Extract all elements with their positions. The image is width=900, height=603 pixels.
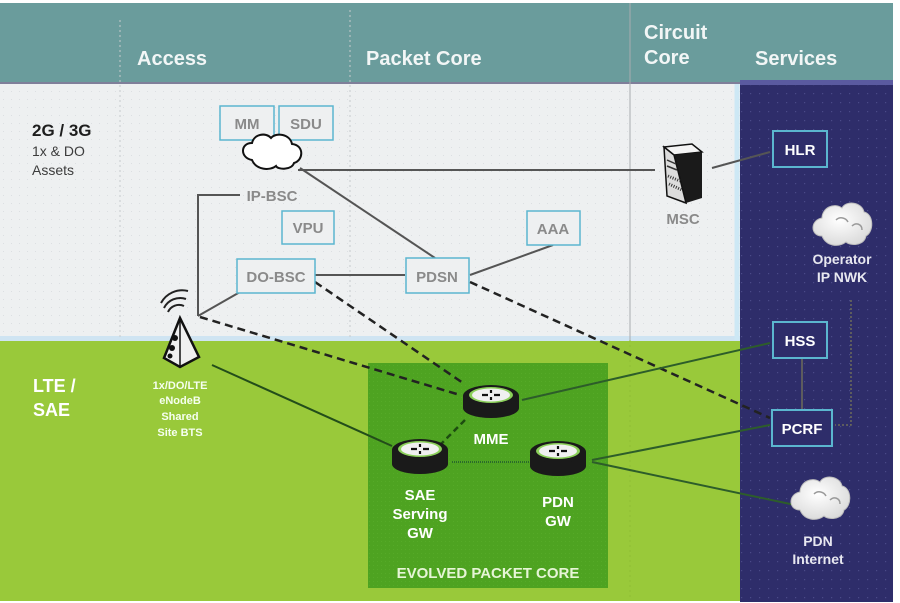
svg-text:VPU: VPU	[293, 220, 324, 237]
node-pdn-gw-line2[interactable]: GW	[545, 513, 572, 530]
link-ipbsc-pdsn	[299, 167, 436, 259]
link-pdngw-internet	[591, 461, 796, 506]
epc-title: EVOLVED PACKET CORE	[397, 565, 580, 582]
link-bts-mme-dashed	[199, 315, 461, 397]
link-msc-hlr	[711, 151, 771, 169]
node-ip-bsc-label[interactable]: IP-BSC	[247, 188, 298, 205]
row-title-2g-3g: 2G / 3G	[32, 121, 92, 140]
svg-text:MM: MM	[235, 116, 260, 133]
link-bts-dobsc	[197, 291, 241, 317]
node-hss[interactable]: HSS	[772, 321, 828, 359]
node-sdu[interactable]: SDU	[278, 105, 334, 141]
link-ipbsc-bts	[197, 194, 240, 316]
row-title-lte: LTE /	[33, 376, 76, 396]
node-pcrf[interactable]: PCRF	[771, 409, 833, 447]
router-icon	[530, 441, 586, 476]
node-pdn-internet-line2[interactable]: Internet	[792, 551, 844, 567]
header-services: Services	[755, 48, 837, 70]
node-sae-gw-line1[interactable]: SAE	[405, 487, 436, 504]
node-vpu[interactable]: VPU	[281, 210, 335, 245]
node-bts-line4[interactable]: Site BTS	[157, 427, 202, 439]
node-pdn-gw-line1[interactable]: PDN	[542, 494, 574, 511]
header-packet-core: Packet Core	[366, 48, 482, 70]
node-hlr[interactable]: HLR	[772, 130, 828, 168]
svg-text:AAA: AAA	[537, 221, 570, 238]
link-pdsn-aaa	[469, 244, 554, 276]
svg-text:HSS: HSS	[785, 333, 816, 350]
cloud-icon	[242, 133, 303, 170]
svg-text:PDSN: PDSN	[416, 269, 458, 286]
link-pdsn-pcrf-dashed	[469, 280, 771, 420]
node-operator-ip-nwk-line2[interactable]: IP NWK	[817, 269, 867, 285]
row-subtitle-assets: Assets	[32, 162, 74, 178]
header-circuit-core-line1: Circuit	[644, 22, 708, 44]
svg-text:DO-BSC: DO-BSC	[246, 269, 305, 286]
cloud-icon	[812, 202, 873, 246]
svg-text:SDU: SDU	[290, 116, 322, 133]
node-pdn-internet-line1[interactable]: PDN	[803, 533, 833, 549]
node-bts-line3[interactable]: Shared	[161, 411, 198, 423]
node-bts-line1[interactable]: 1x/DO/LTE	[153, 380, 208, 392]
row-subtitle-1x-do: 1x & DO	[32, 143, 85, 159]
node-pdsn[interactable]: PDSN	[405, 257, 470, 294]
node-msc-label[interactable]: MSC	[666, 211, 700, 228]
header-underline	[0, 82, 740, 84]
node-do-bsc[interactable]: DO-BSC	[236, 258, 316, 294]
connections	[197, 151, 852, 506]
header-access: Access	[137, 48, 207, 70]
node-sae-gw-line2[interactable]: Serving	[392, 506, 447, 523]
cloud-icon	[790, 476, 851, 520]
node-sae-gw-line3[interactable]: GW	[407, 525, 434, 542]
header-band	[0, 3, 893, 84]
header-circuit-core-line2: Core	[644, 47, 690, 69]
legacy-lte-divider	[0, 336, 740, 341]
svg-text:PCRF: PCRF	[782, 421, 823, 438]
link-mme-hss	[521, 342, 771, 401]
link-bts-sgw	[211, 364, 393, 447]
link-pdngw-pcrf	[591, 424, 771, 461]
link-dobsc-mme-dashed	[314, 280, 464, 385]
link-operator-pcrf	[835, 300, 852, 426]
node-mme-label[interactable]: MME	[474, 431, 509, 448]
node-operator-ip-nwk-line1[interactable]: Operator	[812, 251, 872, 267]
link-mme-sgw-dashed	[439, 419, 466, 446]
node-mm[interactable]: MM	[219, 105, 275, 141]
router-icon	[463, 385, 519, 418]
row-title-sae: SAE	[33, 400, 70, 420]
svg-text:HLR: HLR	[785, 142, 816, 159]
router-icon	[392, 439, 448, 474]
node-bts-line2[interactable]: eNodeB	[159, 395, 201, 407]
server-icon	[662, 143, 704, 205]
cell-tower-icon	[160, 289, 201, 369]
node-aaa[interactable]: AAA	[526, 210, 581, 246]
